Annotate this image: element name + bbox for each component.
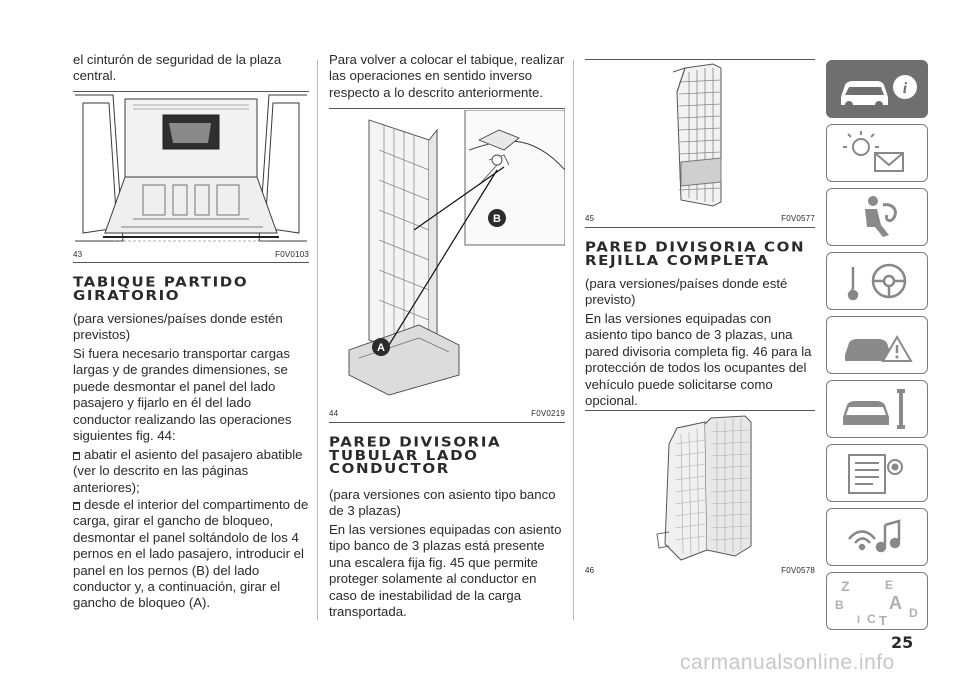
figure-46-number: 46	[585, 566, 595, 575]
index-letter: C	[867, 612, 876, 626]
figure-44-code: F0V0219	[531, 409, 565, 418]
figure-rule	[585, 410, 815, 411]
figure-46-full-grid-partition	[656, 415, 752, 561]
car-info-icon: i	[841, 75, 917, 109]
column-divider	[573, 60, 574, 620]
intro-text: el cinturón de seguridad de la plaza cen…	[73, 52, 282, 84]
warning-lights-icon	[843, 131, 904, 172]
bullet-text-2: desde el interior del compartimento de c…	[73, 497, 309, 611]
tab-starting-driving[interactable]	[826, 252, 928, 310]
svg-text:i: i	[903, 80, 908, 97]
figure-45-number: 45	[585, 214, 595, 223]
section-heading-tubular: PARED DIVISORIA TUBULAR LADO CONDUCTOR	[329, 434, 502, 477]
tab-technical-data[interactable]	[826, 444, 928, 502]
figure-45-ladder-partition	[672, 63, 722, 207]
section-heading-tabique: TABIQUE PARTIDO GIRATORIO	[73, 274, 249, 304]
paragraph-availability: (para versiones/países donde esté previs…	[585, 276, 788, 308]
tab-safety[interactable]	[826, 188, 928, 246]
page-number: 25	[891, 633, 914, 652]
index-letter: A	[889, 593, 902, 613]
figure-rule-bottom	[73, 262, 309, 263]
bullet-icon	[73, 452, 80, 460]
figure-rule-bottom	[329, 422, 565, 423]
section-heading-rejilla: PARED DIVISORIA CON REJILLA COMPLETA	[585, 239, 806, 269]
paragraph-description: En las versiones equipadas con asiento t…	[329, 522, 562, 620]
steering-wheel-icon	[847, 263, 907, 301]
figure-44-number: 44	[329, 409, 339, 418]
bullet-item-2: desde el interior del compartimento de c…	[73, 497, 309, 612]
multimedia-icon	[848, 519, 901, 553]
paragraph-instructions: Si fuera necesario transportar cargas la…	[73, 346, 292, 444]
car-service-icon	[843, 389, 905, 429]
figure-rule	[73, 91, 309, 92]
figure-rule	[585, 59, 815, 60]
index-letter: I	[857, 614, 860, 626]
callout-a: A	[377, 342, 385, 354]
bullet-icon	[73, 502, 80, 510]
tab-warning-lights[interactable]	[826, 124, 928, 182]
car-breakdown-icon	[845, 335, 913, 362]
bullet-text-1: abatir el asiento del pasajero abatible …	[73, 447, 303, 495]
index-letter: Z	[841, 578, 850, 594]
index-letter: E	[885, 578, 893, 592]
figure-44-partition-detail: B A	[348, 110, 565, 396]
alphabetical-index-icon: Z E B A I C T D	[835, 578, 918, 628]
intro-text: Para volver a colocar el tabique, realiz…	[329, 52, 565, 100]
paragraph-description: En las versiones equipadas con asiento t…	[585, 311, 812, 409]
figure-rule	[329, 108, 565, 109]
watermark-text: carmanualsonline.info	[680, 651, 895, 674]
paragraph-availability: (para versiones con asiento tipo banco d…	[329, 487, 556, 519]
tab-index[interactable]: Z E B A I C T D	[826, 572, 928, 630]
tab-multimedia[interactable]	[826, 508, 928, 566]
bullet-item-1: abatir el asiento del pasajero abatible …	[73, 447, 309, 496]
figure-rule-bottom	[585, 227, 815, 228]
column-divider	[317, 60, 318, 620]
index-letter: B	[835, 598, 844, 612]
technical-data-icon	[848, 454, 903, 494]
airbag-safety-icon	[865, 196, 897, 237]
index-letter: D	[909, 606, 918, 620]
figure-46-code: F0V0578	[781, 566, 815, 575]
index-letter: T	[879, 613, 887, 628]
tab-emergency[interactable]	[826, 316, 928, 374]
callout-b: B	[493, 213, 501, 225]
paragraph-availability: (para versiones/países donde estén previ…	[73, 311, 283, 343]
figure-43-cargo-area	[75, 94, 307, 242]
tab-car-info[interactable]: i	[826, 60, 928, 118]
figure-43-number: 43	[73, 250, 83, 259]
figure-43-code: F0V0103	[275, 250, 309, 259]
tab-maintenance[interactable]	[826, 380, 928, 438]
figure-45-code: F0V0577	[781, 214, 815, 223]
